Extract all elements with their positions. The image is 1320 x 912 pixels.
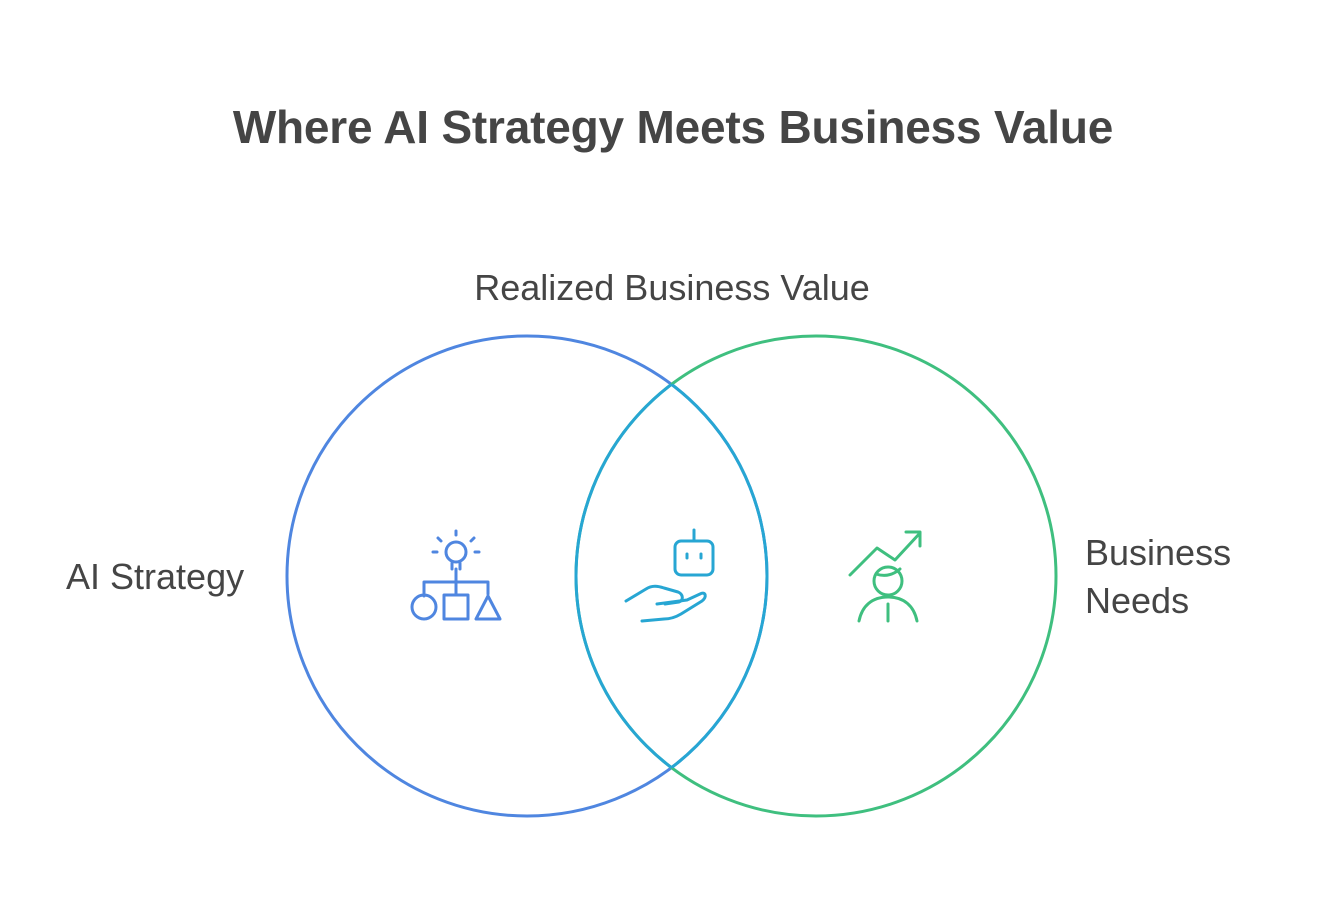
right-circle (574, 334, 1058, 818)
robot-hand-icon (624, 528, 715, 623)
strategy-shapes-icon (410, 529, 502, 621)
left-set-label: AI Strategy (66, 556, 245, 597)
intersection-label: Realized Business Value (474, 267, 870, 308)
right-set-label-line2: Needs (1085, 580, 1190, 621)
overlap-arc-left (574, 336, 767, 816)
overlap-arc-right (576, 336, 769, 816)
growth-person-icon (848, 530, 922, 623)
diagram-title: Where AI Strategy Meets Business Value (232, 101, 1114, 153)
right-set-label-line1: Business (1085, 532, 1232, 573)
right-set-label: Business Needs (1085, 529, 1305, 625)
